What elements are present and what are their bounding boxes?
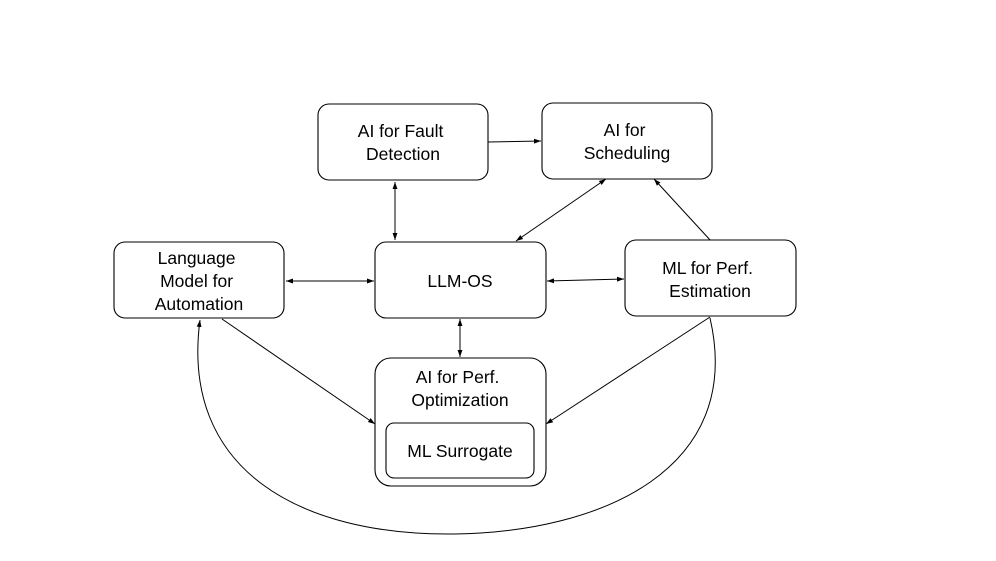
edge-perf-estimation-to-scheduling (653, 178, 712, 242)
nodes: AI for Fault Detection AI for Scheduling… (113, 102, 797, 487)
node-llm-os: LLM-OS (374, 241, 547, 319)
svg-text:Language Model for: Language Model for Automation (155, 248, 244, 314)
node-language-model-line-1: Language (158, 248, 236, 268)
svg-text:AI for Fault Detection: AI for Fault Detection (358, 121, 448, 164)
svg-text:AI for Perf. Optimizat: AI for Perf. Optimization (411, 367, 508, 410)
node-ml-perf-estimation-line-2: Estimation (669, 281, 751, 301)
node-ai-fault-detection-line-2: Detection (366, 144, 440, 164)
node-ml-surrogate: ML Surrogate (385, 422, 535, 479)
svg-text:ML for Perf. Estimatio: ML for Perf. Estimation (662, 258, 758, 301)
node-ml-surrogate-label: ML Surrogate (407, 441, 512, 461)
edge-perf-estimation-to-language-model (196, 317, 716, 535)
edge-language-model-to-perf-optimization (221, 318, 376, 425)
edges (196, 138, 716, 535)
svg-text:ML Surrogate: ML Surrogate (407, 441, 512, 461)
node-ai-scheduling: AI for Scheduling (541, 102, 713, 180)
svg-text:LLM-OS: LLM-OS (427, 271, 492, 291)
svg-text:AI for Scheduling: AI for Scheduling (584, 120, 671, 163)
node-llm-os-label: LLM-OS (427, 271, 492, 291)
node-language-model-line-3: Automation (155, 294, 244, 314)
node-ai-scheduling-line-2: Scheduling (584, 143, 671, 163)
node-ml-perf-estimation: ML for Perf. Estimation (624, 239, 797, 317)
node-language-model-line-2: Model for (160, 271, 233, 291)
node-ml-perf-estimation-line-1: ML for Perf. (662, 258, 753, 278)
edge-llm-os-perf-estimation (546, 276, 625, 284)
edge-fault-detection-to-scheduling (487, 138, 542, 144)
node-ai-perf-optimization-line-1: AI for Perf. (416, 367, 500, 387)
edge-llm-os-scheduling (515, 178, 607, 242)
node-language-model-automation: Language Model for Automation (113, 241, 285, 319)
node-ai-fault-detection-line-1: AI for Fault (358, 121, 444, 141)
node-ai-scheduling-line-1: AI for (604, 120, 646, 140)
node-ai-perf-optimization: AI for Perf. Optimization ML Surrogate (374, 357, 547, 487)
node-ai-fault-detection: AI for Fault Detection (317, 103, 489, 181)
edge-perf-estimation-to-perf-optimization (545, 316, 711, 425)
node-ai-perf-optimization-line-2: Optimization (411, 390, 508, 410)
